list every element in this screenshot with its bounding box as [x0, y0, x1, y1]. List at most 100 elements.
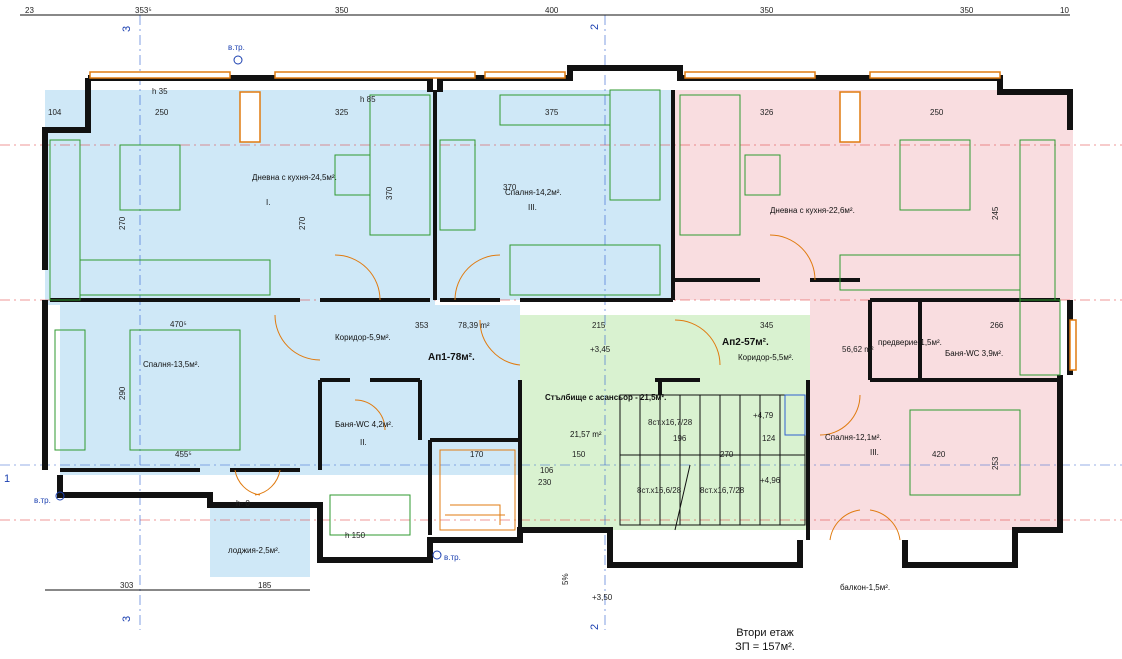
drawing-caption: Втори етаж ЗП = 157м². [700, 626, 830, 654]
dim-170: 170 [470, 450, 484, 459]
misc-dimensions: 104 250 325 375 326 250 270 370 370 270 … [48, 87, 1004, 540]
pipe-label-left: в.тр. [34, 496, 51, 505]
axis-label-2-bottom: 2 [589, 624, 601, 630]
apartment-2-name: Ап2-57м². [722, 337, 769, 348]
zone-apartment-2-lower [810, 300, 1060, 530]
room-living-1: Дневна с кухня-24,5м². [252, 173, 337, 182]
axis-label-2: 2 [589, 24, 601, 30]
room-stairwell-area: 21,57 m² [570, 430, 602, 439]
sill-h85: h 85 [360, 95, 376, 104]
apartment-labels: Ап1-78м². 78,39 m² Ап2-57м². 56,62 m² [428, 321, 874, 363]
level-345: +3,45 [590, 345, 611, 354]
dim-455: 455⁵ [175, 450, 192, 459]
furniture [49, 89, 1061, 536]
dim-196: 196 [673, 434, 687, 443]
zone-apartment-2 [673, 90, 1073, 300]
dim-top-7: 10 [1060, 6, 1069, 15]
dim-top-2: 353⁵ [135, 6, 152, 15]
pipe-label-bottom: в.тр. [444, 553, 461, 562]
room-foyer: предверие-1,5м². [878, 338, 942, 347]
dim-270-mid: 270 [298, 216, 307, 230]
stair-note-1: 8ст.х16,7/28 [648, 418, 693, 427]
room-labels: Дневна с кухня-24,5м². I. Спалня-14,2м².… [143, 173, 1003, 592]
dim-top-1: 23 [25, 6, 34, 15]
dim-top-4: 400 [545, 6, 559, 15]
dim-370-a: 370 [385, 186, 394, 200]
level-marks: +3,45 +4,79 +4,96 +3,50 8ст.х16,7/28 8ст… [34, 43, 781, 602]
pipe-markers [55, 55, 442, 560]
axis-markers: 3 2 1 3 2 [4, 24, 601, 630]
room-loggia: лоджия-2,5м². [228, 546, 280, 555]
dim-326: 326 [760, 108, 774, 117]
dim-266: 266 [990, 321, 1004, 330]
room-balcony: балкон-1,5м². [840, 583, 890, 592]
dim-bottom-1: 303 [120, 581, 134, 590]
room-bedroom-top: Спалня-14,2м². [505, 188, 562, 197]
dim-bottom-2: 185 [258, 581, 272, 590]
level-479: +4,79 [753, 411, 774, 420]
room-stairwell: Стълбище с асансьор - 21,5м². [545, 393, 666, 402]
dim-325: 325 [335, 108, 349, 117]
dim-top-3: 350 [335, 6, 349, 15]
dim-245: 245 [991, 206, 1000, 220]
dim-345: 345 [760, 321, 774, 330]
room-bedroom-left: Спалня-13,5м². [143, 360, 200, 369]
axis-label-3-bottom: 3 [121, 616, 133, 622]
caption-floor: Втори етаж [736, 627, 794, 639]
room-bath-1: Баня-WC 4,2м². [335, 420, 393, 429]
doors [234, 234, 901, 541]
stair-note-2: 8ст.х16,6/28 [637, 486, 682, 495]
room-bedroom-right: Спалня-12,1м². [825, 433, 882, 442]
slope-label: 5% [561, 573, 570, 585]
apartment-2-area: 56,62 m² [842, 345, 874, 354]
zone-stairwell [520, 315, 810, 530]
bottom-dimension-chain: 303 185 [120, 581, 272, 590]
room-living-2: Дневна с кухня-22,6м². [770, 206, 855, 215]
staircase [619, 394, 806, 531]
level-496: +4,96 [760, 476, 781, 485]
dim-124: 124 [762, 434, 776, 443]
dim-270-left: 270 [118, 216, 127, 230]
sill-h150: h 150 [345, 531, 366, 540]
dim-470: 470⁵ [170, 320, 187, 329]
room-bedroom-top-num: III. [528, 203, 537, 212]
dim-top-5: 350 [760, 6, 774, 15]
top-dimension-chain: 23 353⁵ 350 400 350 350 10 [25, 6, 1069, 15]
dim-215: 215 [592, 321, 606, 330]
room-corridor-1: Коридор-5,9м². [335, 333, 391, 342]
room-bath-2: Баня-WC 3,9м². [945, 349, 1003, 358]
zone-apartment-1-lower [60, 305, 520, 475]
dim-370-b: 370 [503, 183, 517, 192]
zone-loggia [210, 505, 310, 577]
dim-106: 106 [540, 466, 554, 475]
room-bath-1-num: II. [360, 438, 367, 447]
apartment-1-area: 78,39 m² [458, 321, 490, 330]
axis-label-1: 1 [4, 473, 10, 485]
level-350: +3,50 [592, 593, 613, 602]
interior-walls [50, 90, 1060, 540]
dim-top-6: 350 [960, 6, 974, 15]
dim-290: 290 [118, 386, 127, 400]
dim-104: 104 [48, 108, 62, 117]
threshold-h0: h- 0 [236, 499, 250, 508]
dim-420: 420 [932, 450, 946, 459]
axis-label-3: 3 [121, 26, 133, 32]
caption-area: ЗП = 157м². [735, 641, 795, 653]
room-bedroom-right-num: III. [870, 448, 879, 457]
dim-230: 230 [538, 478, 552, 487]
pipe-label-top: в.тр. [228, 43, 245, 52]
dim-375: 375 [545, 108, 559, 117]
room-living-1-num: I. [266, 198, 270, 207]
dim-270-stair: 270 [720, 450, 734, 459]
dim-150: 150 [572, 450, 586, 459]
elevator [439, 449, 516, 531]
dim-353: 353 [415, 321, 429, 330]
dim-250-right: 250 [930, 108, 944, 117]
apartment-1-name: Ап1-78м². [428, 352, 475, 363]
stair-note-3: 8ст.х16,7/28 [700, 486, 745, 495]
dim-253: 253 [991, 456, 1000, 470]
windows [89, 71, 1077, 371]
sill-h35: h 35 [152, 87, 168, 96]
dim-250-left: 250 [155, 108, 169, 117]
